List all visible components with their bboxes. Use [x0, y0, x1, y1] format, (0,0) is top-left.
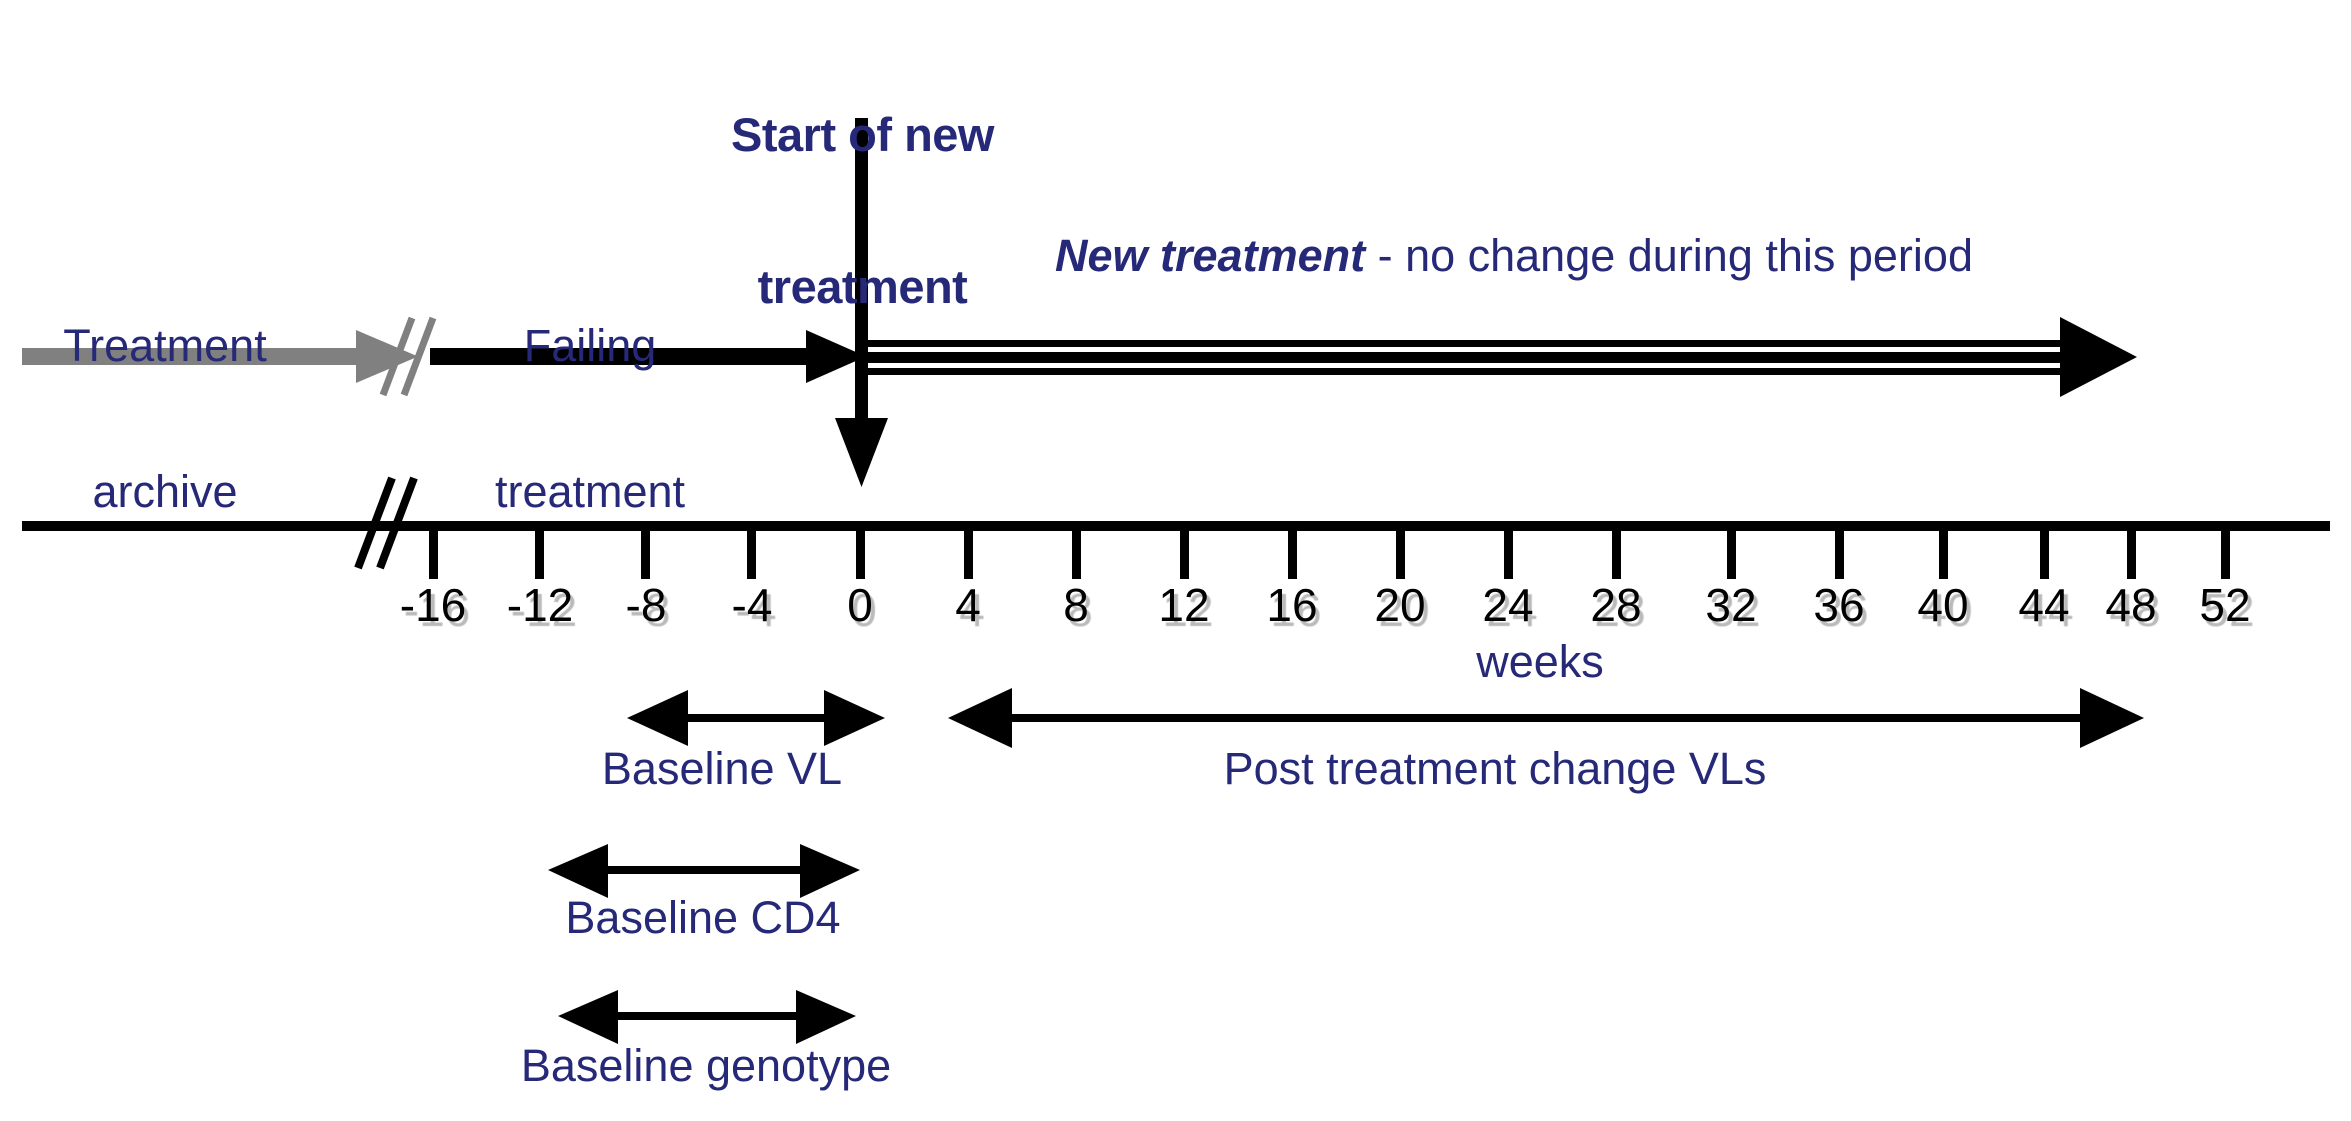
- tick-label-44: 44: [2018, 579, 2070, 631]
- tick-label-16: 16: [1266, 579, 1318, 631]
- axis-unit-label: weeks: [1476, 636, 1604, 687]
- baseline-vl-bracket: [627, 690, 885, 746]
- tick-label-24: 24: [1482, 579, 1534, 631]
- tick-label-28: 28: [1590, 579, 1642, 631]
- tick-label-40: 40: [1917, 579, 1969, 631]
- tick-label-0: 0: [847, 579, 873, 631]
- baseline-genotype-bracket: [558, 990, 856, 1044]
- treatment-archive-label: Treatment archive: [20, 225, 310, 614]
- page-title: Start of new treatment: [680, 8, 1045, 414]
- treatment-archive-label-line-2: archive: [92, 465, 238, 517]
- page-title-line-1: Start of new: [731, 107, 994, 161]
- tick-label-neg16: -16: [399, 579, 467, 631]
- new-treatment-emphasis: New treatment: [1055, 230, 1366, 281]
- new-treatment-arrow: [861, 317, 2137, 397]
- tick-label-8: 8: [1063, 579, 1089, 631]
- baseline-cd4-label: Baseline CD4: [565, 892, 841, 943]
- new-treatment-label: New treatment - no change during this pe…: [1055, 230, 1973, 281]
- tick-label-32: 32: [1705, 579, 1757, 631]
- tick-label-12: 12: [1158, 579, 1210, 631]
- post-treatment-bracket: [948, 688, 2144, 748]
- failing-treatment-label-line-1: Failing: [523, 320, 657, 372]
- failing-treatment-label: Failing treatment: [460, 225, 720, 614]
- time-axis: [22, 521, 2330, 531]
- baseline-genotype-label: Baseline genotype: [520, 1040, 892, 1091]
- axis-break-marks: [354, 476, 418, 570]
- axis-ticks: [429, 527, 2230, 579]
- tick-label-4: 4: [955, 579, 981, 631]
- tick-label-20: 20: [1374, 579, 1426, 631]
- new-treatment-rest: - no change during this period: [1365, 230, 1973, 281]
- page-title-line-2: treatment: [757, 259, 968, 313]
- tick-label-36: 36: [1813, 579, 1865, 631]
- tick-label-neg4: -4: [731, 579, 773, 631]
- tick-label-neg8: -8: [625, 579, 667, 631]
- treatment-archive-arrow: [22, 330, 418, 383]
- post-treatment-label: Post treatment change VLs: [1223, 743, 1767, 794]
- tick-label-neg12: -12: [506, 579, 574, 631]
- tick-label-52: 52: [2199, 579, 2251, 631]
- failing-treatment-arrow: [430, 330, 866, 383]
- baseline-cd4-bracket: [548, 844, 860, 898]
- failing-treatment-label-line-2: treatment: [494, 465, 686, 517]
- baseline-vl-label: Baseline VL: [601, 743, 843, 794]
- tick-label-48: 48: [2105, 579, 2157, 631]
- treatment-archive-label-line-1: Treatment: [63, 320, 267, 372]
- archive-break-marks: [379, 316, 437, 397]
